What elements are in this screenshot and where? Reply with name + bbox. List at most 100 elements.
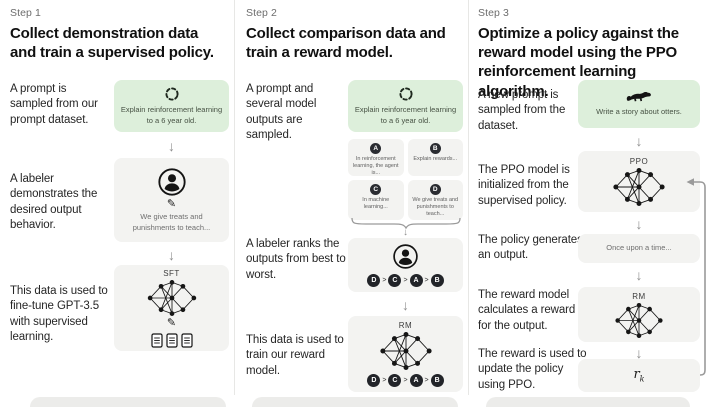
- column-divider: [468, 0, 469, 395]
- labeler-icon: [392, 243, 419, 270]
- sft-model-label: SFT: [163, 268, 180, 278]
- ppo-network-icon: [612, 168, 666, 206]
- step3-heading: Optimize a policy against the reward mod…: [478, 25, 679, 100]
- step3-caption-init: The PPO model is initialized from the su…: [478, 164, 570, 207]
- step3-caption-reward: The reward model calculates a reward for…: [478, 289, 576, 332]
- rank-separator: >: [382, 377, 387, 384]
- output-a-badge: A: [370, 143, 382, 154]
- step3-prompt-box: Write a story about otters.: [578, 80, 700, 128]
- rm-network-icon: [614, 303, 664, 338]
- down-arrow-icon: ↓: [168, 138, 175, 154]
- step3-label: Step 3: [478, 7, 509, 19]
- reward-value: rk: [633, 367, 645, 384]
- rank-separator: >: [403, 277, 408, 284]
- rank-circle: D: [367, 274, 381, 287]
- step3-rm-box: RM: [578, 287, 700, 342]
- next-card-peek: [252, 397, 458, 407]
- down-arrow-icon: ↓: [635, 133, 643, 149]
- step1-caption-labeler: A labeler demonstrates the desired outpu…: [10, 173, 98, 231]
- next-card-peek: [30, 397, 226, 407]
- step1-heading: Collect demonstration data and train a s…: [10, 25, 214, 62]
- ranking-row: D > C > A > B: [367, 274, 444, 287]
- rm-model-label: RM: [398, 321, 413, 330]
- step1-prompt-box: Explain reinforcement learning to a 6 ye…: [114, 80, 229, 132]
- rank-separator: >: [424, 377, 429, 384]
- step1-labeler-box: ✎ We give treats and punishments to teac…: [114, 158, 229, 242]
- otter-icon: [626, 91, 652, 104]
- step1-label: Step 1: [10, 7, 41, 19]
- labeler-icon: [157, 167, 187, 197]
- document-icon: [181, 333, 193, 348]
- down-arrow-icon: ↓: [168, 247, 175, 263]
- down-arrow-icon: ↓: [402, 297, 409, 313]
- rank-separator: >: [424, 277, 429, 284]
- next-card-peek: [486, 397, 690, 407]
- output-c-badge: C: [370, 184, 382, 195]
- step3-prompt-text: Write a story about otters.: [596, 106, 682, 116]
- step3-ppo-box: PPO: [578, 151, 700, 212]
- rank-circle: C: [388, 274, 402, 287]
- step3-output-box: Once upon a time...: [578, 234, 700, 263]
- step2-prompt-text: Explain reinforcement learning to a 6 ye…: [354, 105, 457, 125]
- output-c-text: In machine learning...: [362, 197, 390, 211]
- ppo-model-label: PPO: [629, 157, 649, 166]
- output-d-text: We give treats and punishments to teach.…: [412, 197, 459, 218]
- rank-separator: >: [403, 377, 408, 384]
- output-b-badge: B: [429, 143, 441, 154]
- step2-label: Step 2: [246, 7, 277, 19]
- step2-rm-box: RM D > C > A > B: [348, 316, 463, 392]
- quill-icon: ✎: [166, 316, 177, 329]
- step2-caption-rank: A labeler ranks the outputs from best to…: [246, 238, 346, 281]
- down-arrow-icon: ↓: [403, 227, 408, 238]
- rank-circle: D: [367, 374, 381, 387]
- output-d-badge: D: [429, 184, 441, 195]
- step3-flow: Write a story about otters. ↓ PPO ↓ Once…: [578, 0, 700, 407]
- rank-circle: B: [430, 274, 444, 287]
- rank-separator: >: [382, 277, 387, 284]
- step2-heading: Collect comparison data and train a rewa…: [246, 25, 446, 62]
- down-arrow-icon: ↓: [635, 216, 643, 232]
- step2-labeler-box: D > C > A > B: [348, 238, 463, 292]
- rank-circle: A: [409, 274, 423, 287]
- output-c: C In machine learning...: [348, 180, 404, 220]
- step1-demonstration-text: We give treats and punishments to teach.…: [132, 212, 211, 232]
- model-outputs-grid: A In reinforcement learning, the agent i…: [348, 139, 463, 220]
- rank-circle: B: [430, 374, 444, 387]
- output-b: B Explain rewards...: [407, 139, 463, 176]
- rank-circle: C: [388, 374, 402, 387]
- sampling-icon: [164, 86, 180, 102]
- document-icon: [166, 333, 178, 348]
- down-arrow-icon: ↓: [635, 345, 643, 361]
- documents-icon: [151, 333, 193, 348]
- step3-reward-box: rk: [578, 359, 700, 392]
- output-a-text: In reinforcement learning, the agent is.…: [352, 156, 399, 177]
- step1-caption-prompt: A prompt is sampled from our prompt data…: [10, 83, 98, 126]
- output-d: D We give treats and punishments to teac…: [407, 180, 463, 220]
- step2-column: Step 2 Collect comparison data and train…: [246, 0, 464, 407]
- step2-caption-prompt: A prompt and several model outputs are s…: [246, 83, 317, 141]
- quill-icon: ✎: [166, 198, 177, 210]
- output-b-text: Explain rewards...: [413, 156, 458, 162]
- rank-circle: A: [409, 374, 423, 387]
- down-arrow-icon: ↓: [635, 267, 643, 283]
- step3-caption-update: The reward is used to update the policy …: [478, 348, 587, 391]
- ranking-row: D > C > A > B: [367, 374, 444, 387]
- step1-prompt-text: Explain reinforcement learning to a 6 ye…: [120, 105, 223, 125]
- output-a: A In reinforcement learning, the agent i…: [348, 139, 404, 176]
- step3-output-text: Once upon a time...: [606, 243, 672, 253]
- step3-caption-output: The policy generates an output.: [478, 234, 583, 262]
- step3-column: Step 3 Optimize a policy against the rew…: [478, 0, 712, 407]
- sampling-icon: [398, 86, 414, 102]
- step1-column: Step 1 Collect demonstration data and tr…: [10, 0, 232, 407]
- brace-icon: [348, 217, 463, 229]
- step2-caption-train: This data is used to train our reward mo…: [246, 334, 344, 377]
- column-divider: [234, 0, 235, 395]
- step2-flow: Explain reinforcement learning to a 6 ye…: [348, 0, 463, 407]
- rm-network-icon: [379, 332, 433, 370]
- step3-caption-prompt: A new prompt is sampled from the dataset…: [478, 89, 566, 132]
- step1-flow: Explain reinforcement learning to a 6 ye…: [114, 0, 229, 407]
- rm-model-label: RM: [632, 291, 646, 301]
- sft-network-icon: [147, 280, 197, 316]
- step1-caption-finetune: This data is used to fine-tune GPT-3.5 w…: [10, 285, 108, 343]
